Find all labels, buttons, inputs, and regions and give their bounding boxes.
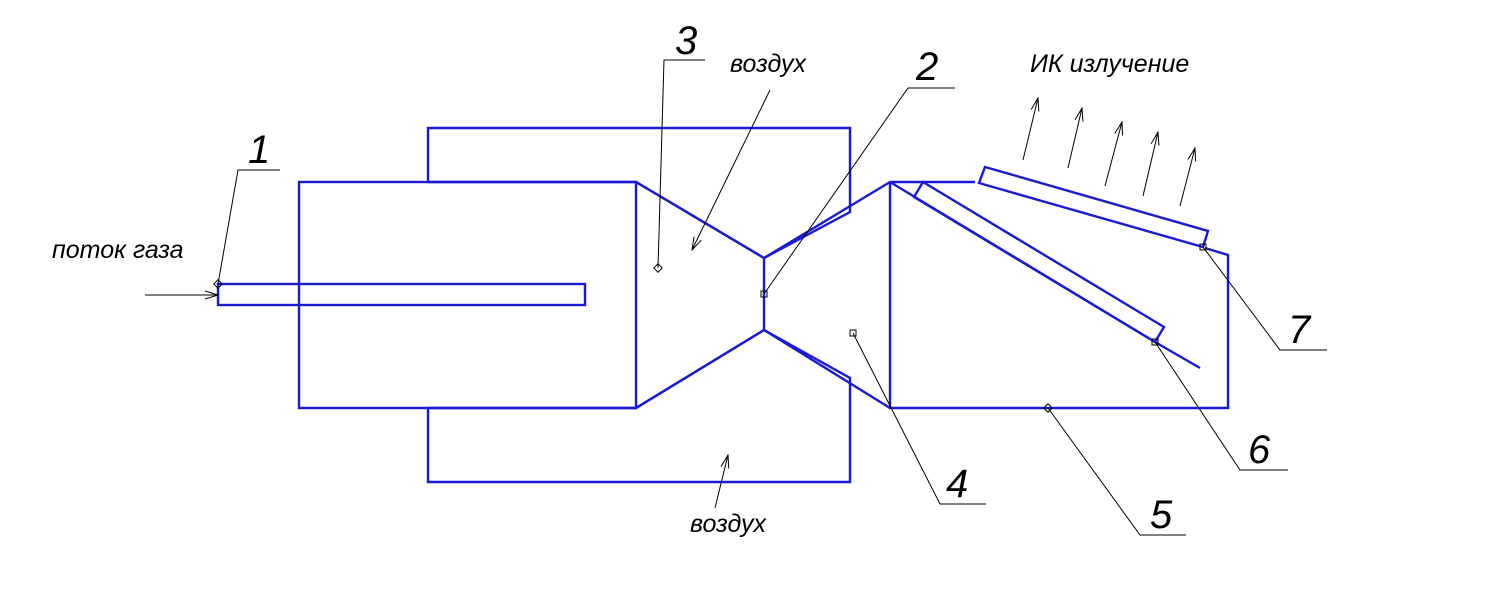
perforated-plate (912, 180, 1166, 344)
callout-7: 7 (1288, 308, 1312, 352)
air-arrow-top (692, 89, 771, 250)
callout-1: 1 (248, 128, 270, 172)
callout-3: 3 (675, 19, 697, 63)
air-bottom-label: воздух (690, 510, 768, 538)
air-arrow-bottom (714, 455, 728, 509)
callout-5: 5 (1150, 493, 1173, 537)
ir-radiation-label: ИК излучение (1030, 50, 1189, 78)
callout-4: 4 (946, 462, 968, 506)
upper-air-block (426, 126, 852, 260)
chamber-exhaust-line (1154, 340, 1201, 370)
air-top-label: воздух (730, 50, 808, 78)
mixer-lower-wall (635, 328, 891, 410)
callout-6: 6 (1248, 428, 1271, 472)
gas-chamber (297, 180, 638, 410)
ir-radiation-arrows (1022, 98, 1195, 207)
leader-lines (213, 59, 1327, 536)
callout-2: 2 (915, 45, 938, 89)
gas-flow-label: поток газа (52, 236, 184, 264)
gas-nozzle (216, 282, 587, 307)
mixer-upper-wall (635, 180, 891, 260)
combustion-chamber (888, 182, 1230, 410)
